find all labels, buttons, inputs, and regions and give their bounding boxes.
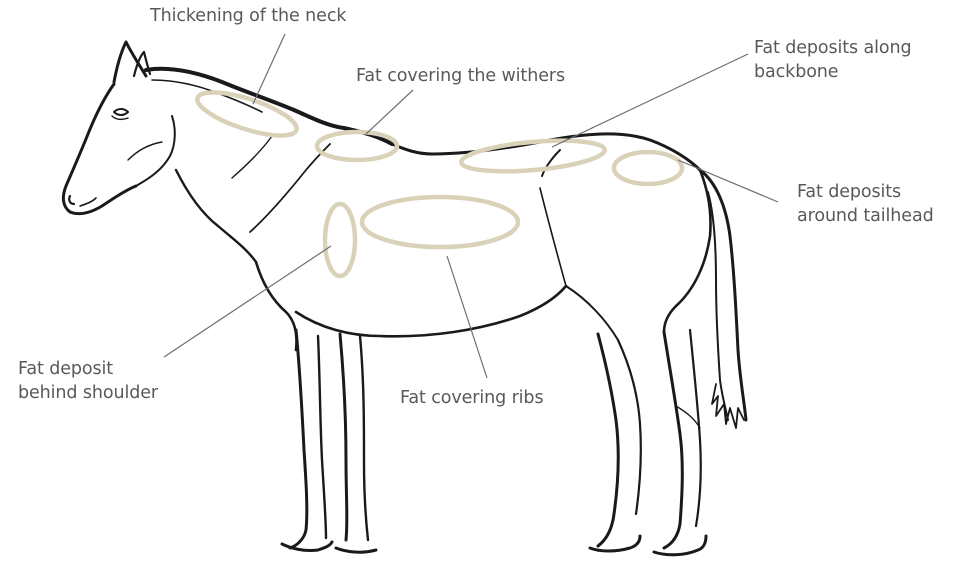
horse-ear-back xyxy=(134,52,150,76)
horse-neck-fold xyxy=(232,136,272,178)
horse-face xyxy=(63,84,136,214)
label-neck: Thickening of the neck xyxy=(150,4,346,28)
horse-ear-front xyxy=(114,42,146,82)
horse-hind-hoof-left xyxy=(590,536,640,551)
horse-jaw xyxy=(136,116,175,186)
label-withers: Fat covering the withers xyxy=(356,64,565,88)
label-backbone-line2: backbone xyxy=(754,60,912,84)
horse-belly xyxy=(296,286,566,336)
label-withers-text: Fat covering the withers xyxy=(356,64,565,88)
label-shoulder: Fat deposit behind shoulder xyxy=(18,357,158,405)
zone-tailhead xyxy=(614,152,682,184)
zone-ribs xyxy=(362,197,518,247)
horse-loin-detail xyxy=(542,150,560,176)
horse-shoulder xyxy=(256,262,297,350)
horse-barrel-line xyxy=(540,188,566,286)
fat-zones xyxy=(193,84,682,276)
leader-backbone xyxy=(552,54,748,147)
horse-front-leg-left-back xyxy=(318,336,326,538)
label-shoulder-line1: Fat deposit xyxy=(18,357,158,381)
horse-cheek xyxy=(128,142,162,160)
label-tailhead-line1: Fat deposits xyxy=(797,180,934,204)
horse-hind-leg-left-back xyxy=(618,340,641,514)
label-backbone-line1: Fat deposits along xyxy=(754,36,912,60)
horse-tail-tip xyxy=(712,384,744,428)
horse-front-leg-right xyxy=(340,334,347,540)
leader-neck xyxy=(253,34,285,104)
leader-shoulder xyxy=(164,246,331,357)
zone-backbone xyxy=(460,136,606,176)
horse-eye xyxy=(114,109,128,115)
horse-eye-lash xyxy=(112,116,128,119)
horse-throat xyxy=(176,170,256,262)
leader-ribs xyxy=(447,256,487,378)
horse-tail-outer xyxy=(700,170,746,420)
label-ribs-text: Fat covering ribs xyxy=(400,386,543,410)
horse-hind-hoof-right xyxy=(654,536,706,555)
label-tailhead-line2: around tailhead xyxy=(797,204,934,228)
label-shoulder-line2: behind shoulder xyxy=(18,381,158,405)
horse-flank xyxy=(566,286,618,340)
horse-mouth xyxy=(80,198,96,206)
horse-muzzle xyxy=(69,196,74,204)
horse-shoulder-line xyxy=(250,144,330,232)
leader-tailhead xyxy=(678,160,778,202)
horse-hind-leg-right-back xyxy=(690,330,701,526)
label-neck-text: Thickening of the neck xyxy=(150,4,346,28)
leader-withers xyxy=(366,90,413,134)
horse-hind-leg-left xyxy=(598,334,618,546)
horse-outline xyxy=(63,42,746,555)
horse-front-hoof-right xyxy=(336,548,376,552)
label-ribs: Fat covering ribs xyxy=(400,386,543,410)
label-tailhead: Fat deposits around tailhead xyxy=(797,180,934,228)
label-backbone: Fat deposits along backbone xyxy=(754,36,912,84)
horse-hind-leg-right xyxy=(664,332,682,548)
horse-front-leg-right-back xyxy=(360,336,368,540)
horse-rump xyxy=(664,170,711,332)
zone-shoulder xyxy=(325,204,355,276)
horse-front-leg-left xyxy=(290,330,307,548)
